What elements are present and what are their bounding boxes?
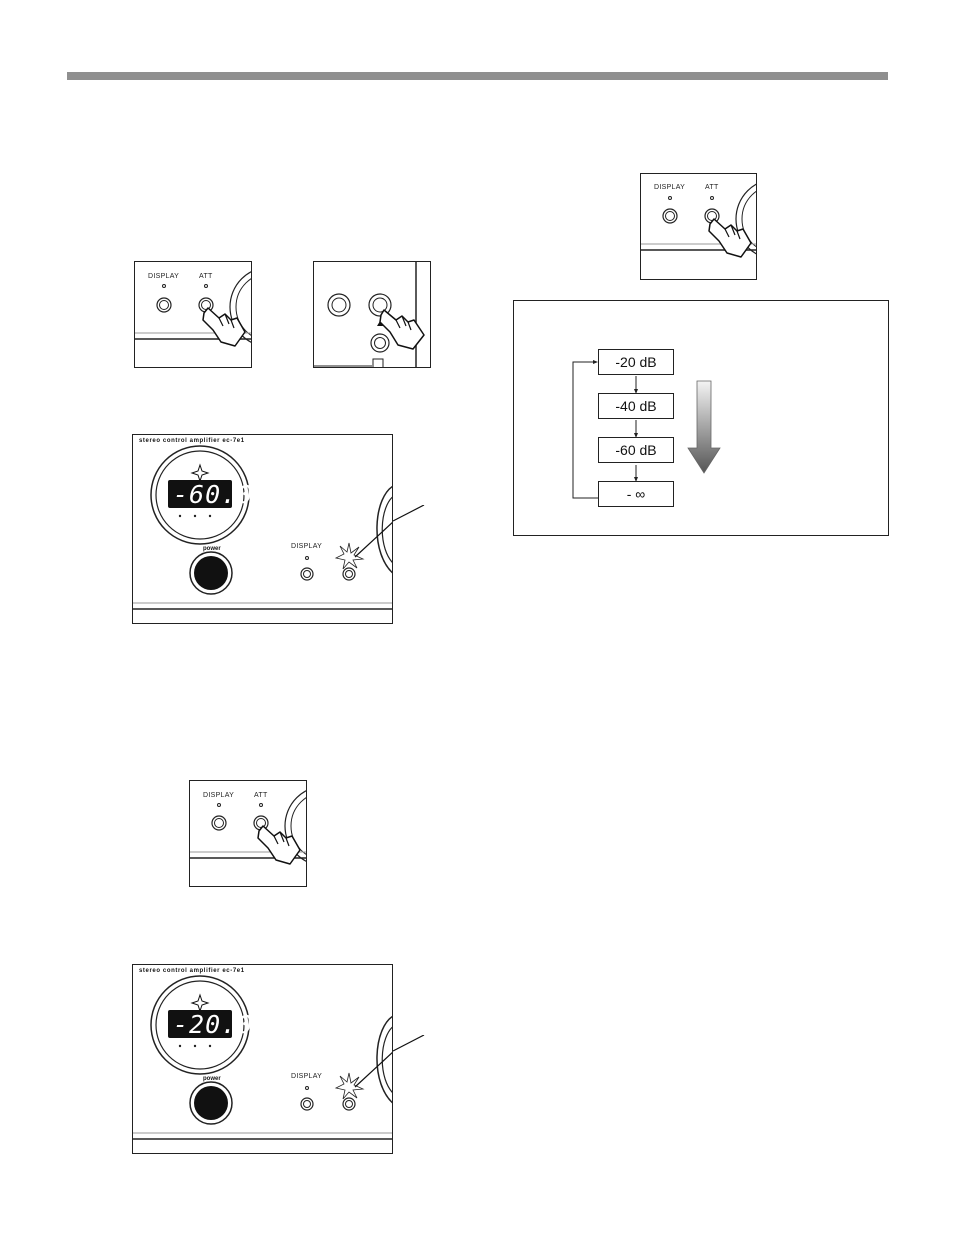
display-label: DISPLAY (291, 543, 322, 550)
front-panel-restored: stereo control amplifier ec-7e1 -20.0 po… (132, 964, 393, 1154)
attenuation-readout: -60.0 (173, 480, 253, 509)
step-minus-infinity: - ∞ (598, 481, 674, 507)
att-button-closeup-1: DISPLAY ATT (134, 261, 252, 368)
display-label: DISPLAY (291, 1073, 322, 1080)
front-panel-illustration: -60.0 (133, 435, 393, 624)
display-label: DISPLAY (654, 184, 685, 191)
att-label: ATT (199, 273, 213, 280)
att-button-closeup-2: DISPLAY ATT (640, 173, 757, 280)
step-minus-60db: -60 dB (598, 437, 674, 463)
display-label: DISPLAY (203, 792, 234, 799)
power-label: power (203, 1076, 221, 1082)
att-label: ATT (705, 184, 719, 191)
header-rule (67, 72, 888, 80)
step-minus-20db: -20 dB (598, 349, 674, 375)
att-button-closeup-3: DISPLAY ATT (189, 780, 307, 887)
down-arrow-icon (688, 381, 720, 473)
attenuation-readout: -20.0 (173, 1010, 253, 1039)
display-label: DISPLAY (148, 273, 179, 280)
power-label: power (203, 546, 221, 552)
callout-line (390, 1035, 430, 1075)
front-panel-illustration: -20.0 (133, 965, 393, 1154)
attenuation-cycle-arrows (514, 301, 890, 537)
remote-button-illustration (314, 262, 431, 368)
callout-line (390, 505, 430, 545)
remote-button-closeup (313, 261, 431, 368)
front-panel-attenuated: stereo control amplifier ec-7e1 -60.0 po… (132, 434, 393, 624)
att-label: ATT (254, 792, 268, 799)
attenuation-cycle-diagram: -20 dB -40 dB -60 dB - ∞ (513, 300, 889, 536)
step-minus-40db: -40 dB (598, 393, 674, 419)
